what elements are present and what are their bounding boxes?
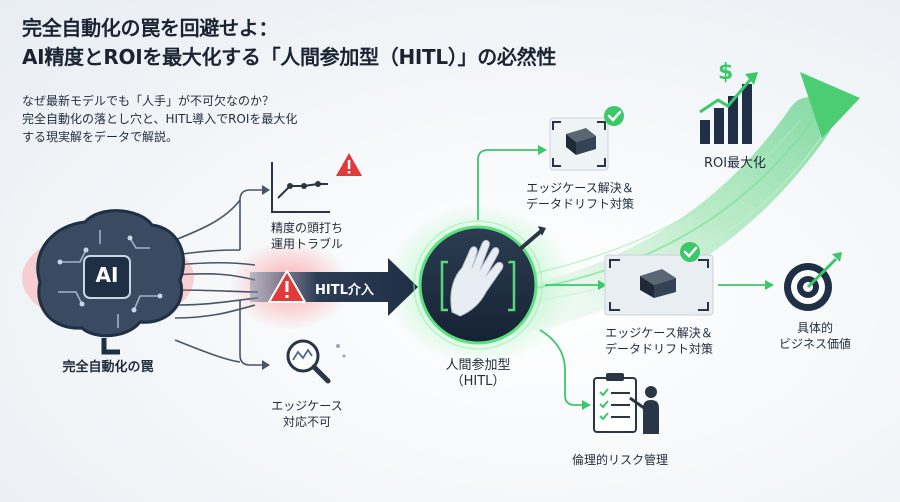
page-title: 完全自動化の罠を回避せよ： AI精度とROIを最大化する「人間参加型（HITL）… [22,16,557,69]
magnifier-icon [286,339,346,384]
outcome-label-middle: エッジケース解決＆ データドリフト対策 [604,326,713,356]
page-subtitle: なぜ最新モデルでも「人手」が不可欠なのか？ 完全自動化の落とし穴と、HITL導入… [22,94,298,144]
growth-arrow-head [800,72,860,138]
clipboard-person-icon [593,373,659,434]
dollar-icon: $ [718,60,734,85]
roi-chart-icon [699,72,758,144]
check-badge-icon [680,242,700,262]
edge-case-card-top [549,117,609,171]
stylus-icon [503,230,542,264]
target-icon [784,252,842,311]
problem-label-top: 精度の頭打ち 運用トラブル [270,221,343,251]
connector-bottom-problem [239,300,262,366]
roi-label: ROI最大化 [703,156,767,171]
focus-bracket-icon [440,260,516,312]
connector-outcome-bottom [539,329,582,406]
line-chart-warning-icon [271,153,362,213]
brain-badge: AI [95,263,119,287]
warning-triangle-icon [268,270,306,303]
edge-case-card-middle [604,254,714,316]
brain-label: 完全自動化の罠 [62,360,154,375]
outcome-label-top: エッジケース解決＆ データドリフト対策 [525,181,634,211]
connector-outcome-top [477,149,538,220]
outcome-label-bottom: 倫理的リスク管理 [571,453,668,467]
hand-icon [450,239,504,317]
problem-label-bottom: エッジケース 対応不可 [271,399,343,429]
hitl-label: 人間参加型 （HITL） [445,358,511,389]
business-label: 具体的 ビジネス価値 [778,321,851,351]
check-badge-icon [604,106,624,126]
hitl-arrow-label: HITL介入 [315,283,374,298]
brain-icon [22,209,194,355]
connector-top-problem [239,189,262,250]
